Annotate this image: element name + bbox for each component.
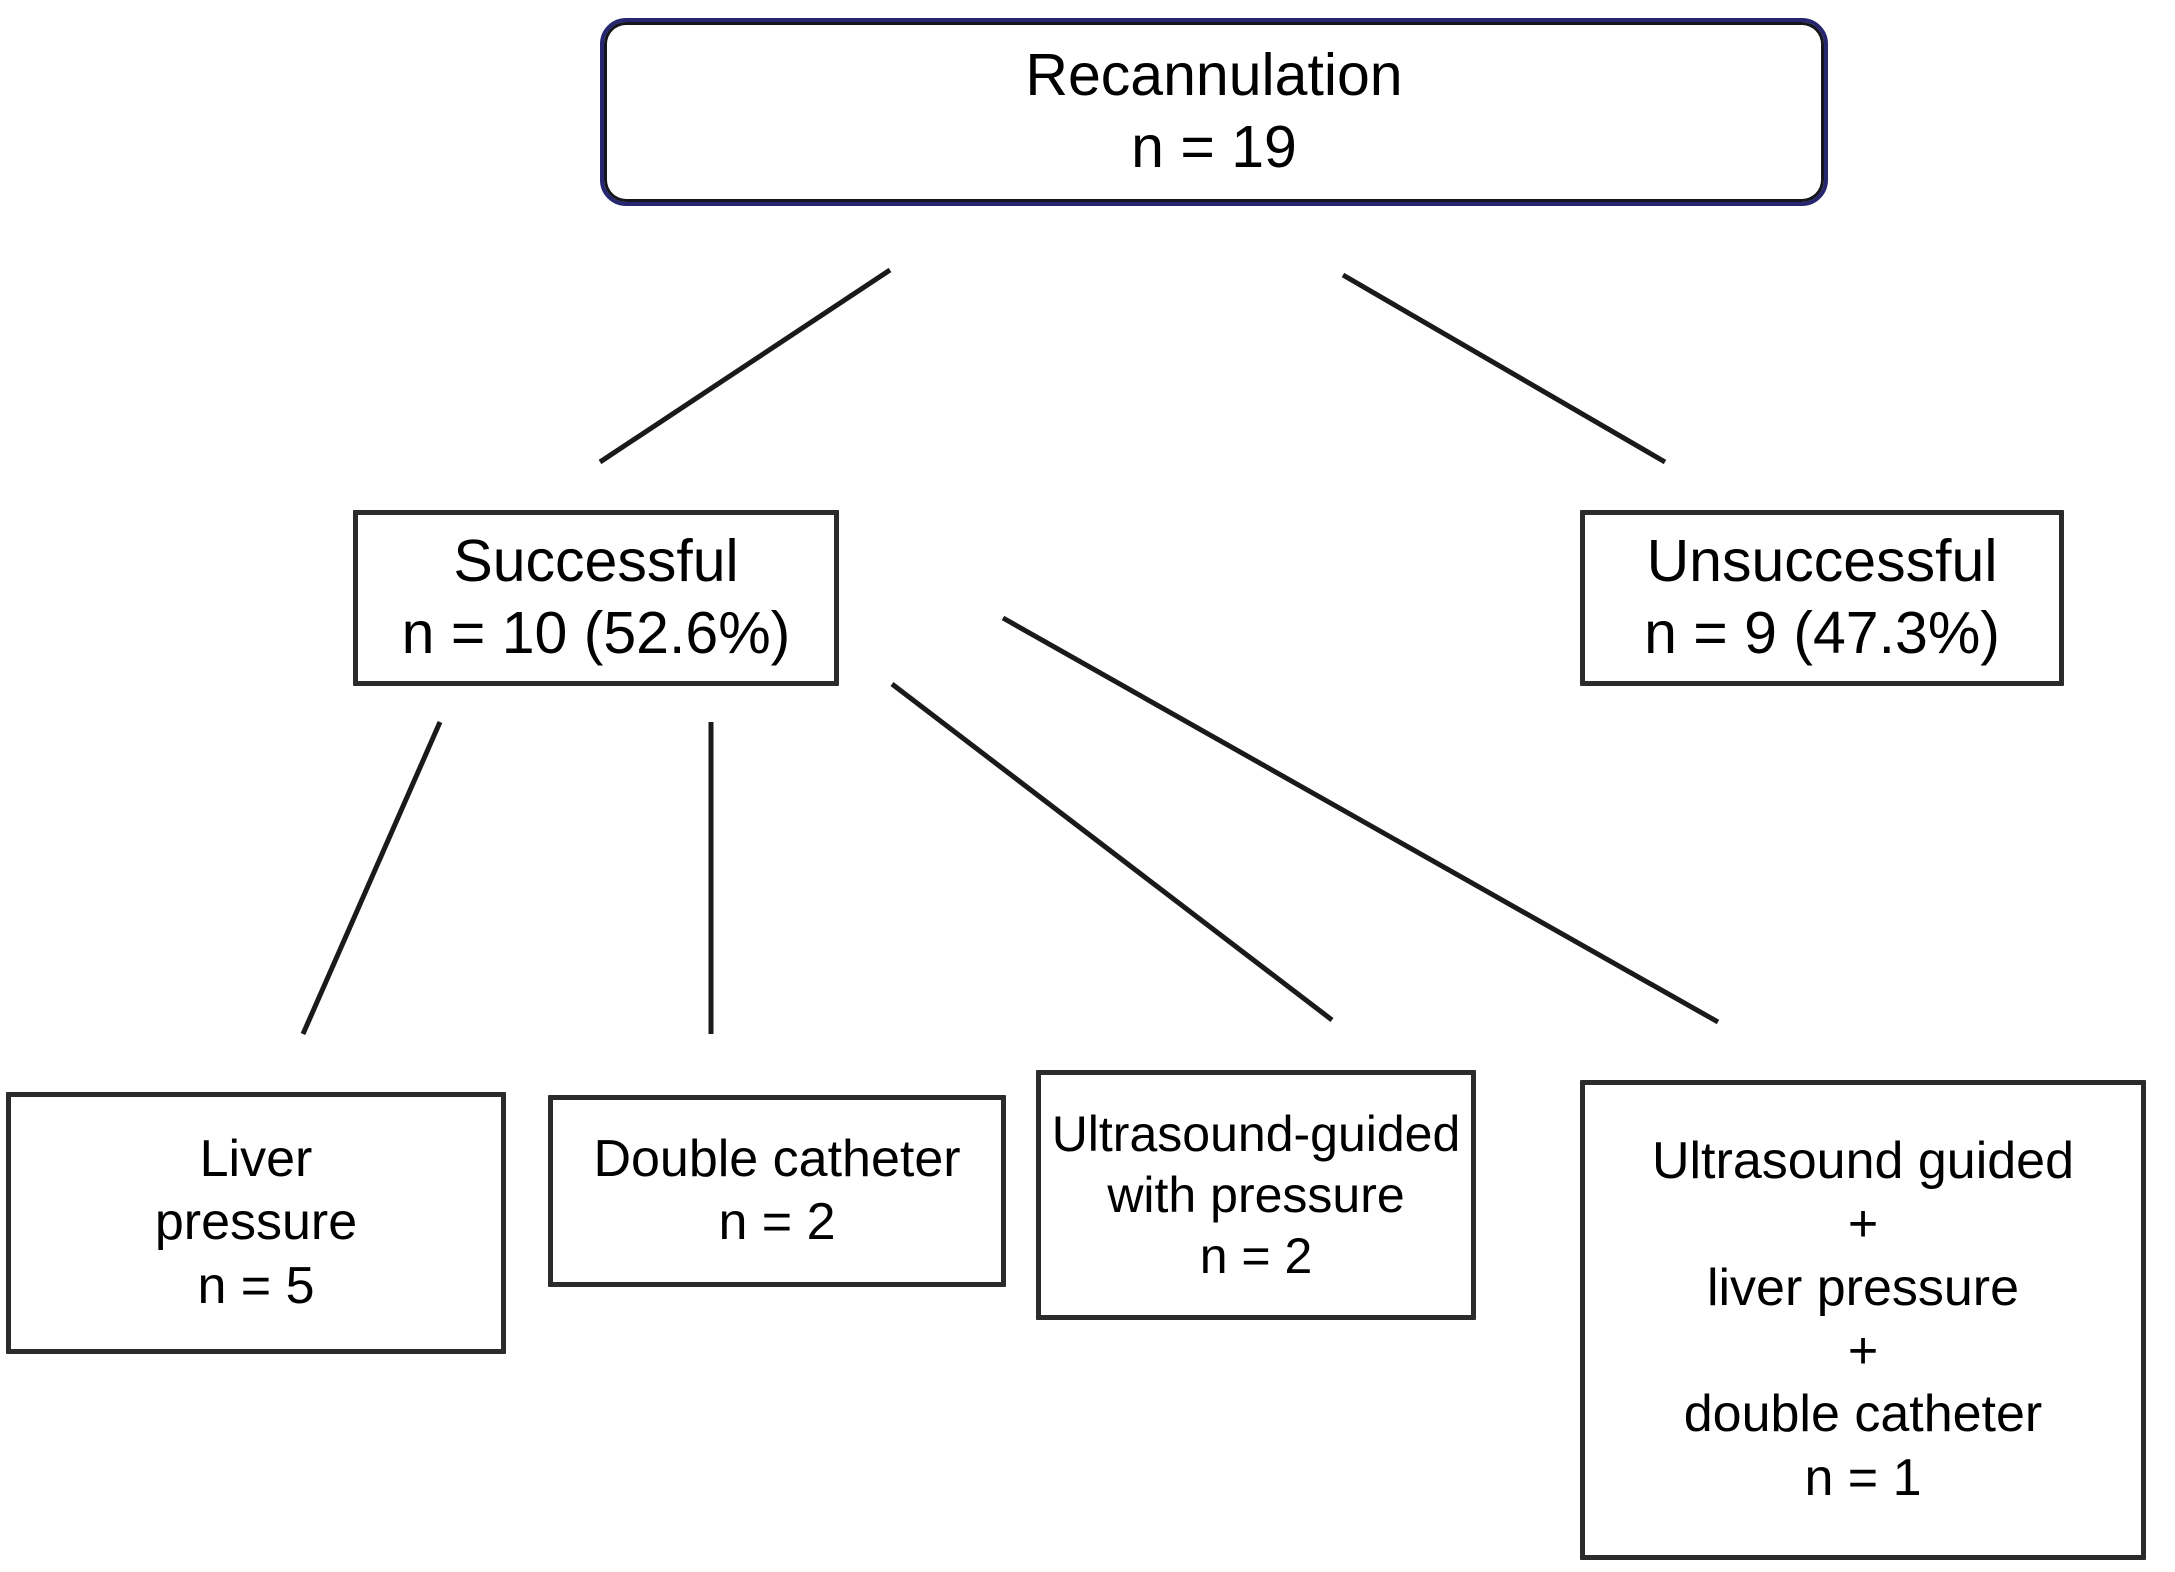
node-us-with-pressure-line-3: n = 2 bbox=[1199, 1227, 1313, 1284]
node-unsuccessful-line-2: n = 9 (47.3%) bbox=[1644, 600, 2000, 666]
edge-successful-to-ultrasound-with-pressure bbox=[890, 682, 1334, 1022]
edge-successful-to-ultrasound-guided-combo bbox=[1001, 615, 1720, 1025]
node-liver-pressure[interactable]: Liver pressure n = 5 bbox=[6, 1092, 506, 1354]
node-successful[interactable]: Successful n = 10 (52.6%) bbox=[353, 510, 839, 686]
node-successful-line-2: n = 10 (52.6%) bbox=[401, 600, 791, 666]
node-us-combo-line-4: + bbox=[1847, 1322, 1879, 1380]
node-double-catheter[interactable]: Double catheter n = 2 bbox=[548, 1095, 1006, 1287]
node-liver-pressure-line-1: Liver bbox=[199, 1129, 313, 1188]
node-us-with-pressure-line-1: Ultrasound-guided bbox=[1051, 1105, 1461, 1162]
edge-successful-to-liver-pressure bbox=[300, 720, 443, 1036]
node-liver-pressure-line-2: pressure bbox=[154, 1193, 358, 1252]
node-recannulation-line-2: n = 19 bbox=[1131, 114, 1297, 180]
node-successful-line-1: Successful bbox=[453, 528, 739, 595]
node-unsuccessful-line-1: Unsuccessful bbox=[1646, 528, 1998, 595]
node-us-combo-line-1: Ultrasound guided bbox=[1651, 1131, 2075, 1190]
node-ultrasound-guided-with-pressure[interactable]: Ultrasound-guided with pressure n = 2 bbox=[1036, 1070, 1476, 1320]
node-recannulation-line-1: Recannulation bbox=[1025, 42, 1403, 109]
node-us-combo-line-2: + bbox=[1847, 1195, 1879, 1254]
node-recannulation[interactable]: Recannulation n = 19 bbox=[600, 18, 1828, 206]
node-liver-pressure-line-3: n = 5 bbox=[197, 1256, 315, 1315]
node-us-with-pressure-line-2: with pressure bbox=[1107, 1166, 1405, 1223]
node-unsuccessful[interactable]: Unsuccessful n = 9 (47.3%) bbox=[1580, 510, 2064, 686]
edge-recannulation-to-unsuccessful bbox=[1341, 272, 1667, 465]
node-double-catheter-line-2: n = 2 bbox=[718, 1193, 836, 1251]
node-double-catheter-line-1: Double catheter bbox=[593, 1129, 961, 1188]
edge-recannulation-to-successful bbox=[598, 267, 892, 465]
node-us-combo-line-6: n = 1 bbox=[1804, 1448, 1922, 1507]
node-ultrasound-guided-combo[interactable]: Ultrasound guided + liver pressure + dou… bbox=[1580, 1080, 2146, 1560]
node-us-combo-line-3: liver pressure bbox=[1706, 1258, 2020, 1317]
node-us-combo-line-5: double catheter bbox=[1683, 1385, 2043, 1444]
